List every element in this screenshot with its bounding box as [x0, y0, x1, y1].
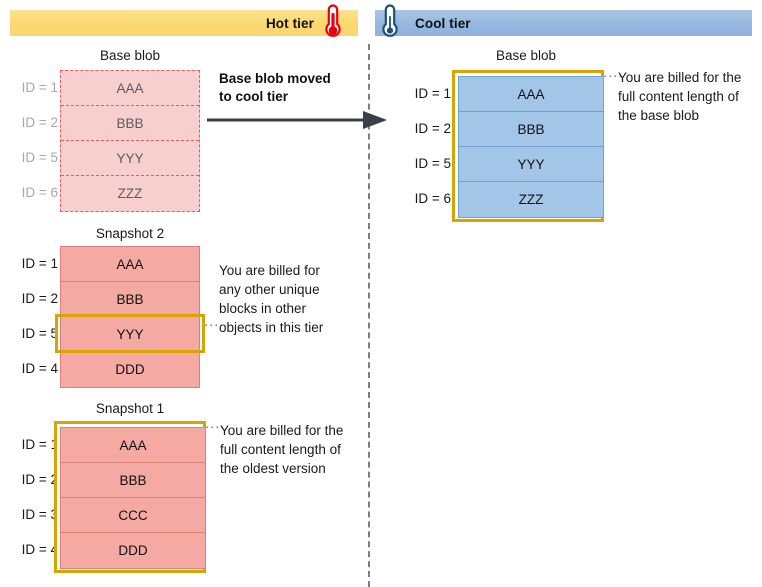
- annotation-line: blocks in other: [219, 301, 307, 316]
- cool-base-blob-leader-dots: ····: [603, 68, 623, 83]
- block-row: BBB: [61, 282, 199, 317]
- block-row: YYY: [61, 141, 199, 176]
- id-label: ID = 5: [414, 156, 451, 171]
- cool-base-blob: AAA BBB YYY ZZZ: [458, 76, 604, 218]
- move-caption-line-2: to cool tier: [219, 89, 289, 104]
- block-row: AAA: [459, 77, 603, 112]
- hot-base-blob-title: Base blob: [99, 48, 161, 63]
- id-label: ID = 6: [21, 185, 58, 200]
- snapshot-1-highlight-frame: AAA BBB CCC DDD: [54, 421, 206, 573]
- move-caption-line-1: Base blob moved: [219, 71, 331, 86]
- base-blob-moved-caption: Base blob moved to cool tier: [219, 70, 369, 106]
- hot-base-blob-id-column: ID = 1 ID = 2 ID = 5 ID = 6: [2, 70, 58, 210]
- hot-base-blob: AAA BBB YYY ZZZ: [60, 70, 200, 212]
- annotation-line: the base blob: [618, 108, 700, 123]
- id-label: ID = 3: [21, 507, 58, 522]
- snapshot-1-blob: AAA BBB CCC DDD: [60, 427, 206, 569]
- annotation-line: the oldest version: [220, 461, 326, 476]
- snapshot-2-annotation: You are billed for any other unique bloc…: [219, 261, 351, 337]
- id-label: ID = 2: [21, 291, 58, 306]
- snapshot-2-id-column: ID = 1 ID = 2 ID = 5 ID = 4: [2, 246, 58, 386]
- block-row: ZZZ: [518, 192, 544, 207]
- id-label: ID = 1: [21, 256, 58, 271]
- snapshot-1-annotation: You are billed for the full content leng…: [220, 421, 366, 478]
- id-label: ID = 4: [21, 361, 58, 376]
- snapshot-2-blob: AAA BBB YYY DDD: [60, 246, 200, 388]
- block-row: BBB: [61, 463, 205, 498]
- id-label: ID = 2: [414, 121, 451, 136]
- cool-tier-label: Cool tier: [415, 15, 471, 31]
- annotation-line: You are billed for the: [618, 70, 742, 85]
- cool-base-blob-annotation: You are billed for the full content leng…: [618, 68, 762, 125]
- snapshot-1-id-column: ID = 1 ID = 2 ID = 3 ID = 4: [2, 427, 58, 567]
- tier-divider: [368, 44, 370, 587]
- thermometer-cool-icon: [379, 2, 401, 45]
- block-row: AAA: [61, 71, 199, 106]
- block-row: ZZZ: [117, 186, 143, 201]
- block-row: DDD: [115, 362, 145, 377]
- block-row: DDD: [118, 543, 148, 558]
- id-label: ID = 2: [21, 472, 58, 487]
- block-row: AAA: [61, 247, 199, 282]
- id-label: ID = 5: [21, 150, 58, 165]
- snapshot-1-title: Snapshot 1: [95, 401, 165, 416]
- block-row: BBB: [61, 106, 199, 141]
- cool-base-blob-highlight-frame: AAA BBB YYY ZZZ: [452, 70, 604, 222]
- block-row: BBB: [459, 112, 603, 147]
- annotation-line: objects in this tier: [219, 320, 324, 335]
- thermometer-hot-icon: [322, 2, 344, 45]
- annotation-line: any other unique: [219, 282, 320, 297]
- id-label: ID = 4: [21, 542, 58, 557]
- snapshot-2-title: Snapshot 2: [95, 226, 165, 241]
- annotation-line: You are billed for: [219, 263, 320, 278]
- block-row: YYY: [61, 317, 199, 352]
- annotation-line: full content length of: [618, 89, 739, 104]
- cool-base-blob-title: Base blob: [495, 48, 557, 63]
- snapshot-2-leader-dots: ····: [204, 317, 224, 332]
- block-row: AAA: [61, 428, 205, 463]
- id-label: ID = 5: [21, 326, 58, 341]
- hot-tier-label: Hot tier: [265, 15, 314, 31]
- block-row: YYY: [459, 147, 603, 182]
- block-row: CCC: [61, 498, 205, 533]
- cool-tier-header-bar: Cool tier: [375, 10, 752, 36]
- snapshot-1-leader-dots: ····: [205, 419, 225, 434]
- id-label: ID = 6: [414, 191, 451, 206]
- hot-tier-header-bar: Hot tier: [10, 10, 358, 36]
- id-label: ID = 1: [21, 437, 58, 452]
- annotation-line: full content length of: [220, 442, 341, 457]
- annotation-line: You are billed for the: [220, 423, 344, 438]
- id-label: ID = 1: [21, 80, 58, 95]
- id-label: ID = 1: [414, 86, 451, 101]
- id-label: ID = 2: [21, 115, 58, 130]
- right-arrow-icon: [207, 110, 387, 130]
- cool-base-blob-id-column: ID = 1 ID = 2 ID = 5 ID = 6: [395, 76, 451, 216]
